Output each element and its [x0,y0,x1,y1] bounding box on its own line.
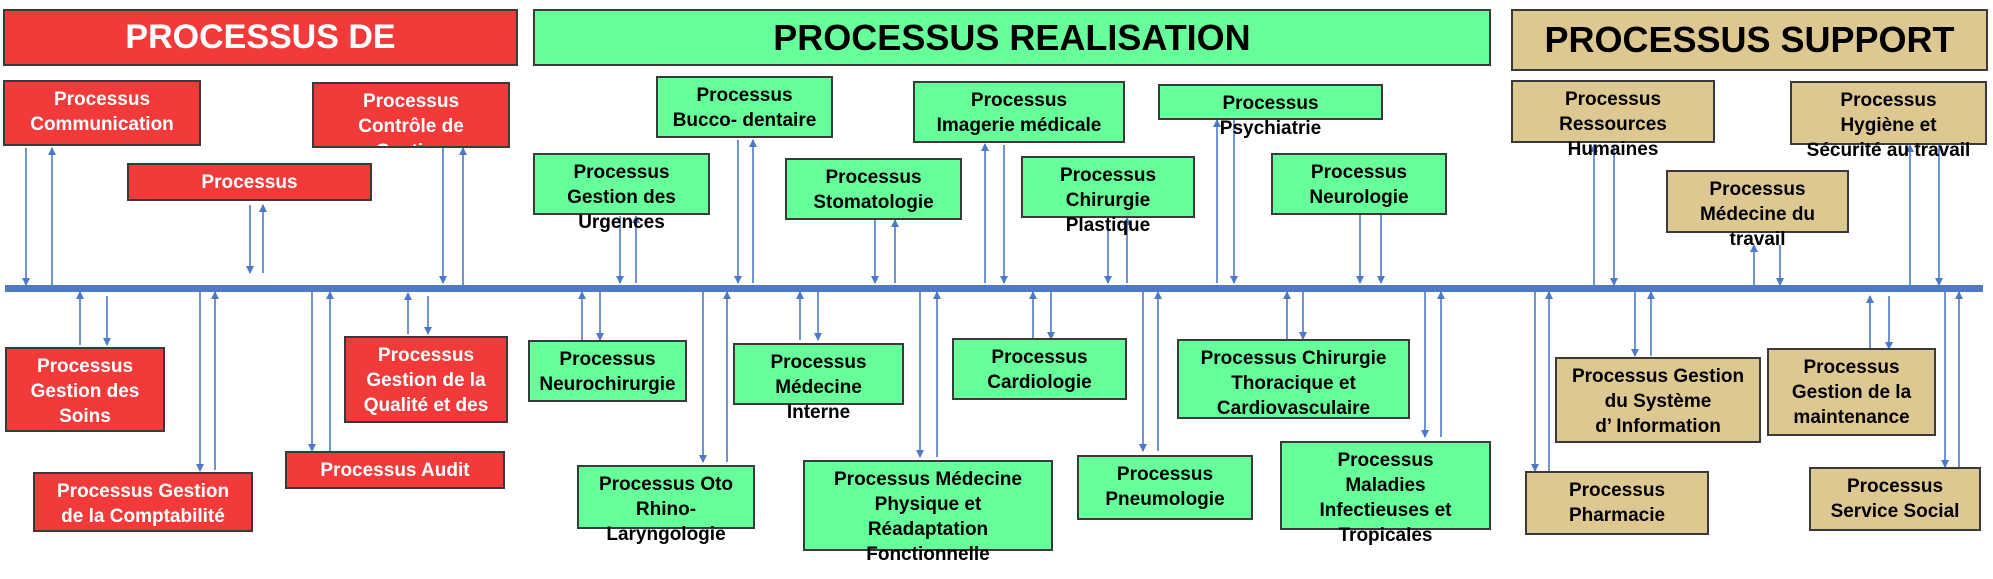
box-chirurgie-plastique: Processus Chirurgie Plastique [1021,156,1195,236]
header-support: PROCESSUS SUPPORT [1511,9,1988,71]
box-medecine-travail: Processus Médecine du travail [1666,170,1849,250]
box-neurologie: Processus Neurologie [1271,153,1447,215]
box-urgences: Processus Gestion des Urgences [533,153,710,233]
box-qualite-risques: Processus Gestion de la Qualité et des R… [344,336,508,423]
box-service-social: Processus Service Social [1809,467,1981,531]
process-timeline [5,285,1983,292]
box-communication: Processus Communication [3,80,201,146]
box-pneumologie: Processus Pneumologie [1077,455,1253,520]
box-medecine-physique: Processus Médecine Physique et Réadaptat… [803,460,1053,565]
box-audit: Processus Audit Interne [285,451,505,489]
box-pharmacie: Processus Pharmacie [1525,471,1709,535]
header-pilotage: PROCESSUS DE [3,9,518,66]
box-management: Processus Management [127,163,372,201]
box-imagerie: Processus Imagerie médicale [913,81,1125,143]
box-neurochirurgie: Processus Neurochirurgie [528,340,687,402]
box-psychiatrie: Processus Psychiatrie [1158,84,1383,139]
box-medecine-interne: Processus Médecine Interne [733,343,904,423]
box-ressources-humaines: Processus Ressources Humaines [1511,80,1715,160]
box-controle-gestion: Processus Contrôle de Gestion [312,82,510,148]
box-maladies-infectieuses: Processus Maladies Infectieuses et Tropi… [1280,441,1491,546]
box-cardiologie: Processus Cardiologie [952,338,1127,400]
header-realisation: PROCESSUS REALISATION [533,9,1491,66]
box-maintenance: Processus Gestion de la maintenance [1767,348,1936,436]
box-bucco-dentaire: Processus Bucco- dentaire [656,76,833,138]
box-gestion-soins: Processus Gestion des Soins Infirmiers [5,347,165,432]
box-systeme-information: Processus Gestion du Système d’ Informat… [1555,357,1761,443]
box-orl: Processus Oto Rhino- Laryngologie [577,465,755,545]
box-comptabilite: Processus Gestion de la Comptabilité [33,472,253,532]
box-hygiene-securite: Processus Hygiène et Sécurité au travail [1790,81,1987,161]
box-stomatologie: Processus Stomatologie [785,158,962,220]
box-chirurgie-thoracique: Processus Chirurgie Thoracique et Cardio… [1177,339,1410,419]
